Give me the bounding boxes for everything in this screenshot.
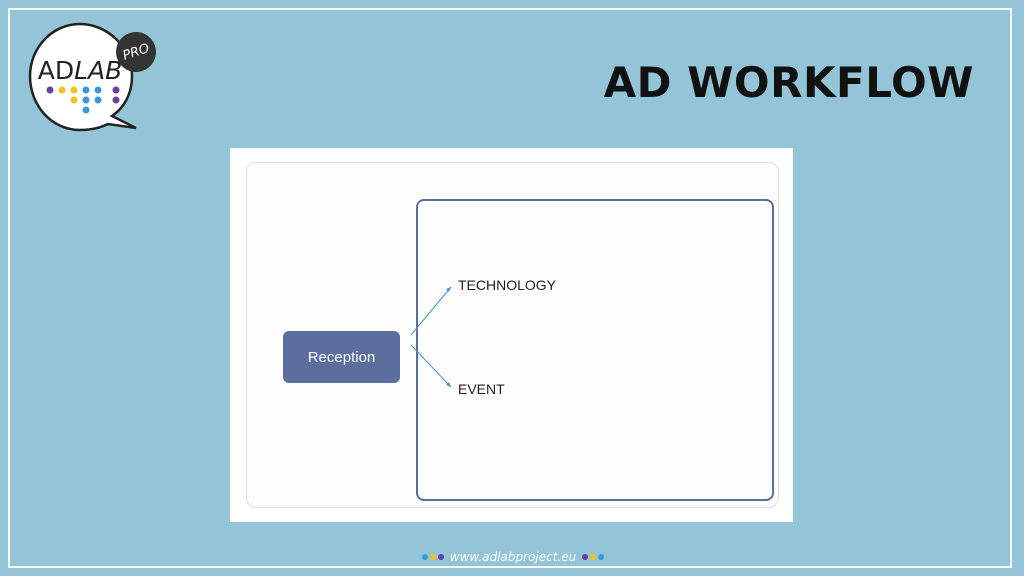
logo-dots — [46, 86, 120, 114]
pro-badge-text: PRO — [120, 40, 152, 64]
slide-frame — [8, 8, 1012, 568]
footer-dots-left-icon — [421, 554, 444, 560]
root-node: Reception — [283, 331, 400, 383]
logo-text-ad: AD — [37, 56, 75, 85]
adlab-pro-logo: ADLAB PRO — [28, 20, 162, 136]
footer-url[interactable]: www.adlabproject.eu — [449, 550, 577, 564]
footer: www.adlabproject.eu — [418, 548, 608, 566]
page-title: AD WORKFLOW — [603, 58, 974, 107]
logo-wordmark: ADLAB — [28, 56, 132, 85]
diagram-panel: Reception TECHNOLOGY EVENT — [230, 148, 793, 522]
logo-text-lab: LAB — [74, 56, 123, 85]
root-node-label: Reception — [307, 348, 376, 366]
branch-event: EVENT — [458, 381, 505, 397]
footer-dots-right-icon — [582, 554, 605, 560]
branch-container — [416, 199, 774, 501]
diagram-canvas: Reception TECHNOLOGY EVENT — [246, 162, 779, 508]
branch-technology: TECHNOLOGY — [458, 277, 557, 293]
